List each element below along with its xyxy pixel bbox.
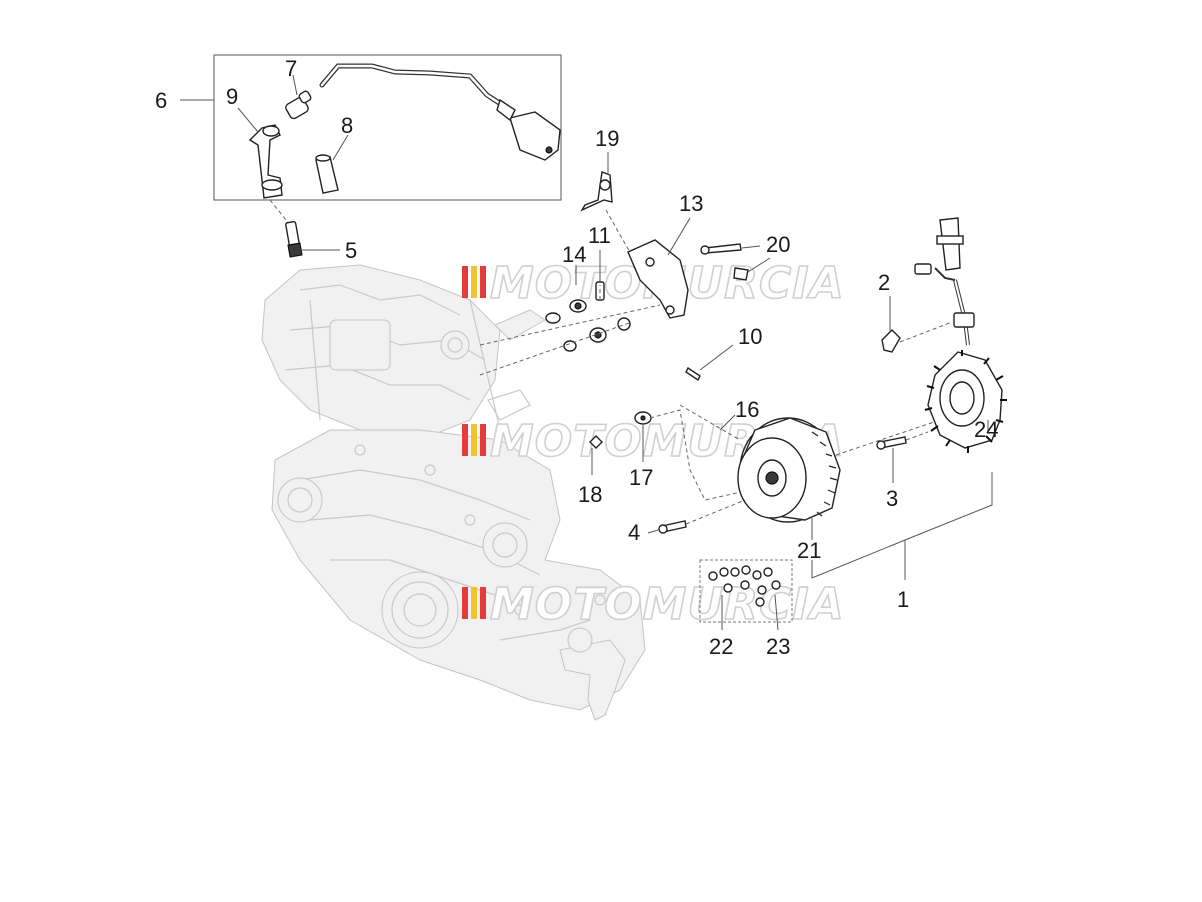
bracket-plate-13 bbox=[627, 239, 689, 319]
callout-11: 11 bbox=[588, 223, 611, 248]
flywheel-rotor bbox=[737, 417, 841, 523]
watermark-text: MOTOMURCIA bbox=[490, 579, 845, 630]
ignition-group-box bbox=[213, 54, 562, 201]
small-parts-kit-box bbox=[699, 559, 793, 623]
stator-harness bbox=[914, 217, 975, 346]
callout-10: 10 bbox=[738, 324, 762, 349]
screw-20 bbox=[700, 243, 749, 281]
callout-21: 21 bbox=[797, 538, 821, 563]
callout-2: 2 bbox=[878, 270, 890, 295]
screw-3 bbox=[876, 436, 907, 450]
stator bbox=[924, 350, 1007, 453]
pin-10 bbox=[685, 366, 701, 382]
callout-16: 16 bbox=[735, 397, 759, 422]
washers-nuts bbox=[545, 281, 631, 352]
small-parts-kit bbox=[708, 565, 781, 607]
callout-23: 23 bbox=[766, 634, 790, 659]
clip-2 bbox=[881, 329, 901, 353]
callout-7: 7 bbox=[285, 56, 297, 81]
cap-connector bbox=[285, 90, 312, 120]
callout-19: 19 bbox=[595, 126, 619, 151]
callout-6: 6 bbox=[155, 88, 167, 113]
callout-8: 8 bbox=[341, 113, 353, 138]
callout-20: 20 bbox=[766, 232, 790, 257]
callout-18: 18 bbox=[578, 482, 602, 507]
callout-22: 22 bbox=[709, 634, 733, 659]
spark-plug bbox=[285, 220, 340, 258]
callout-1: 1 bbox=[897, 587, 909, 612]
ignition-coil bbox=[496, 98, 561, 161]
callout-5: 5 bbox=[345, 238, 357, 263]
callout-24: 24 bbox=[974, 417, 998, 442]
sleeve bbox=[315, 154, 339, 194]
spark-plug-cap bbox=[248, 124, 283, 199]
callout-14: 14 bbox=[562, 242, 586, 267]
callout-4: 4 bbox=[628, 520, 640, 545]
bracket-19 bbox=[580, 171, 613, 212]
watermark-3: MOTOMURCIA bbox=[462, 578, 845, 631]
engine-ghost-drawing bbox=[261, 264, 646, 721]
callout-9: 9 bbox=[226, 84, 238, 109]
callout-13: 13 bbox=[679, 191, 703, 216]
callout-17: 17 bbox=[629, 465, 653, 490]
key-nut bbox=[589, 411, 652, 449]
bolt-4 bbox=[658, 520, 687, 534]
callout-3: 3 bbox=[886, 486, 898, 511]
